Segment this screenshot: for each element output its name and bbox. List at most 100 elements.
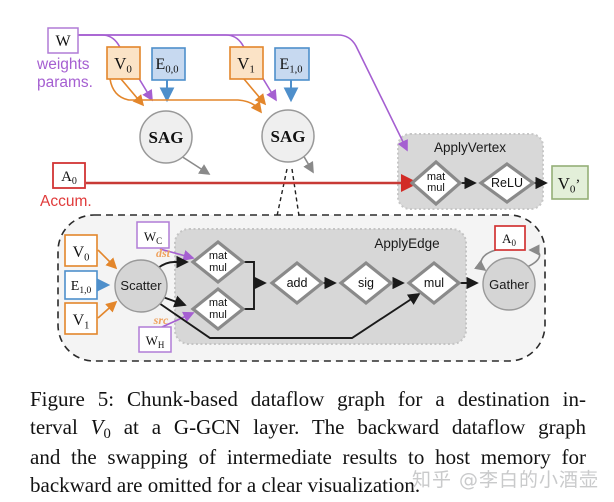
edge-v0-to-sag2 <box>109 78 263 114</box>
w-node <box>47 27 79 54</box>
caption-line-2: terval V0 at a G-GCN layer. The backward… <box>30 414 586 445</box>
vertex-feature-arrows <box>97 78 267 319</box>
wh-label: WH <box>146 333 165 350</box>
matmul-vertex-line1: mat <box>427 171 445 183</box>
wc-node <box>136 221 170 249</box>
v0-bottom-label: V0 <box>73 244 90 264</box>
caption-line-3: and the swapping of intermediate results… <box>30 445 586 469</box>
src-label: src <box>153 313 169 327</box>
e10-bottom-node <box>64 270 98 300</box>
v0-top-base: V <box>114 54 127 73</box>
edge-wh-to-matmul-src <box>161 311 195 328</box>
e00-top-label: E0,0 <box>156 56 179 76</box>
a0-gather-base: A <box>502 231 512 246</box>
sag2-node <box>261 109 315 163</box>
weights-label-line1: weights <box>36 56 90 73</box>
e00-sub: 0,0 <box>165 65 178 76</box>
wh-sub: H <box>158 340 165 350</box>
mul-label: mul <box>424 276 444 290</box>
scatter-node <box>114 259 168 313</box>
v1-top-sub: 1 <box>249 64 255 76</box>
v0-bottom-base: V <box>73 244 85 261</box>
sig-label: sig <box>358 276 374 290</box>
relu-diamond <box>478 162 536 204</box>
matmul-dst-diamond <box>190 239 246 285</box>
edge-scatter-bypass-to-mul <box>155 292 421 339</box>
a0-accum-node <box>52 162 86 189</box>
wc-sub: C <box>156 236 162 246</box>
mul-diamond <box>406 260 462 306</box>
e10-bottom-label: E1,0 <box>71 279 92 296</box>
apply-edge-box <box>174 228 467 345</box>
edge-v1-to-scatter <box>97 300 118 319</box>
matmul-join-bracket <box>243 261 255 310</box>
a0-gather-node <box>494 225 526 251</box>
a0-accum-base: A <box>61 169 72 185</box>
v0-out-prime: ’ <box>575 177 580 193</box>
apply-vertex-title: ApplyVertex <box>434 140 506 155</box>
edge-v0-to-sag1 <box>120 78 145 107</box>
a0-accum-sub: 0 <box>72 176 77 187</box>
sag1-label: SAG <box>149 128 184 147</box>
matmul-dst-line1: mat <box>209 250 227 262</box>
edge-sag1-to-accumline <box>180 155 211 175</box>
matmul-src-line1: mat <box>209 297 227 309</box>
gather-label: Gather <box>489 277 529 292</box>
matmul-src-diamond <box>190 286 246 332</box>
v0-top-sub: 0 <box>126 64 132 76</box>
a0-accum-label: A0 <box>61 169 77 187</box>
zhihu-watermark: 知乎 @李白的小酒壶 <box>412 469 600 491</box>
wc-label: WC <box>144 229 162 246</box>
funnel-left-dash <box>276 168 288 217</box>
e10-bottom-base: E <box>71 279 80 294</box>
relu-label: ReLU <box>491 176 523 190</box>
v0-out-sub: 0 <box>570 184 576 196</box>
edge-w-to-applyvertex <box>78 34 408 152</box>
caption-line2-pre: terval <box>30 414 91 439</box>
edge-sag2-to-accumline <box>302 154 314 174</box>
sag1-node <box>139 110 193 164</box>
matmul-src-line2: mul <box>209 309 227 321</box>
v1-bottom-base: V <box>73 312 85 329</box>
edge-feature-arrows <box>95 80 299 293</box>
add-diamond <box>269 260 325 306</box>
funnel-right-dash <box>291 168 300 217</box>
sig-diamond <box>338 260 394 306</box>
sag2-label: SAG <box>271 127 306 146</box>
caption-line-1: Figure 5: Chunk-based dataflow graph for… <box>30 387 586 411</box>
v0-top-node <box>106 46 141 80</box>
v0-bottom-sub: 0 <box>84 253 89 264</box>
e10-top-node <box>274 47 310 81</box>
v0-bottom-node <box>64 234 98 267</box>
v1-bottom-sub: 1 <box>84 321 89 332</box>
matmul-vertex-diamond <box>409 159 463 207</box>
v1-bottom-label: V1 <box>73 312 90 332</box>
weights-label-line2: params. <box>37 74 93 91</box>
accum-label: Accum. <box>40 193 92 210</box>
expansion-funnel-dashes <box>276 168 300 217</box>
caption-v-subscript: 0 <box>103 425 111 442</box>
scatter-label: Scatter <box>120 278 162 293</box>
edge-a0-to-gather-arc <box>474 249 497 272</box>
e10-top-label: E1,0 <box>280 56 303 76</box>
e00-base: E <box>156 56 166 73</box>
e10-top-base: E <box>280 56 290 73</box>
gather-node <box>482 257 536 311</box>
v1-bottom-node <box>64 302 98 335</box>
dataflow-diagram: ApplyVertex ApplyEdge W weights params. … <box>36 27 589 362</box>
wh-node <box>138 326 172 353</box>
a0-gather-sub: 0 <box>511 238 516 248</box>
v1-top-base: V <box>237 54 250 73</box>
edge-scatter-to-matmul-dst <box>157 255 189 269</box>
v0-out-node <box>551 165 589 200</box>
matmul-vertex-line2: mul <box>427 182 445 194</box>
w-node-label: W <box>55 33 71 50</box>
dst-label: dst <box>156 246 171 260</box>
matmul-dst-line2: mul <box>209 262 227 274</box>
v0-top-label: V0 <box>114 54 132 76</box>
add-label: add <box>287 276 308 290</box>
